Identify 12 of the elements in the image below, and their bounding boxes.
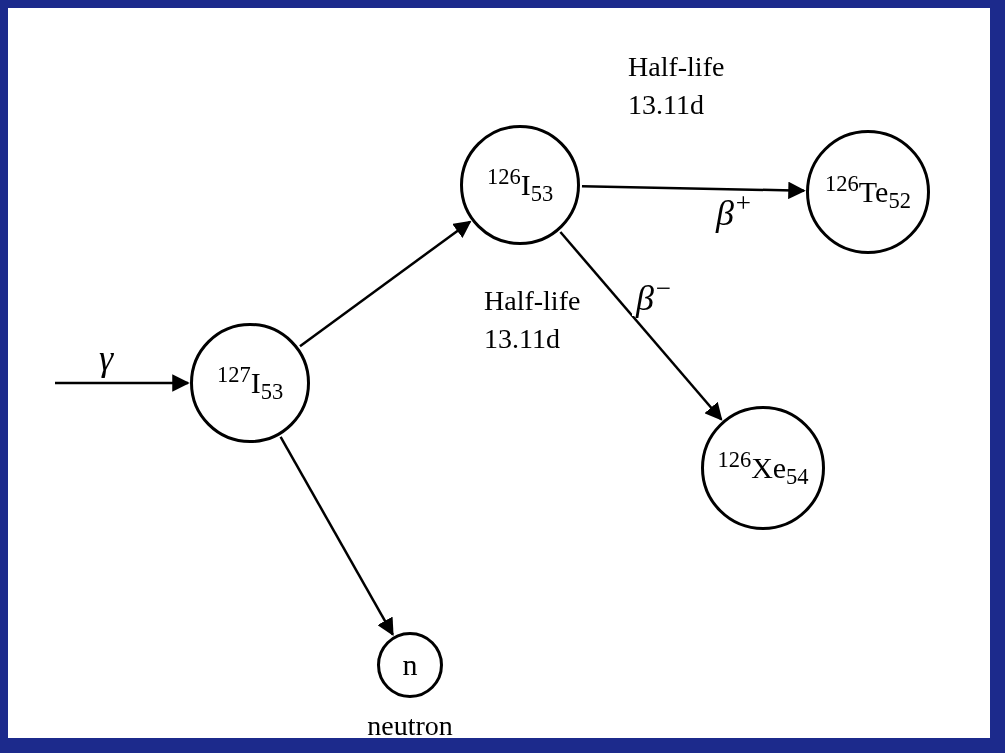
arrow (559, 231, 723, 421)
half-life-label: Half-life 13.11d (628, 50, 726, 122)
nuclide-symbol: $^{126}$Xe$_{54}$ (717, 453, 809, 483)
arrow (299, 220, 472, 348)
node-caption: neutron (367, 712, 453, 740)
arrow (581, 181, 806, 200)
arrow (55, 374, 190, 392)
nuclide-symbol: $^{127}$I$_{53}$ (216, 368, 284, 398)
nuclide-symbol: $^{126}$Te$_{52}$ (825, 177, 911, 207)
nuclide-symbol: $^{126}$I$_{53}$ (486, 170, 554, 200)
half-life-label: Half-life 13.11d (484, 284, 582, 356)
nuclide-symbol: n (402, 650, 418, 680)
